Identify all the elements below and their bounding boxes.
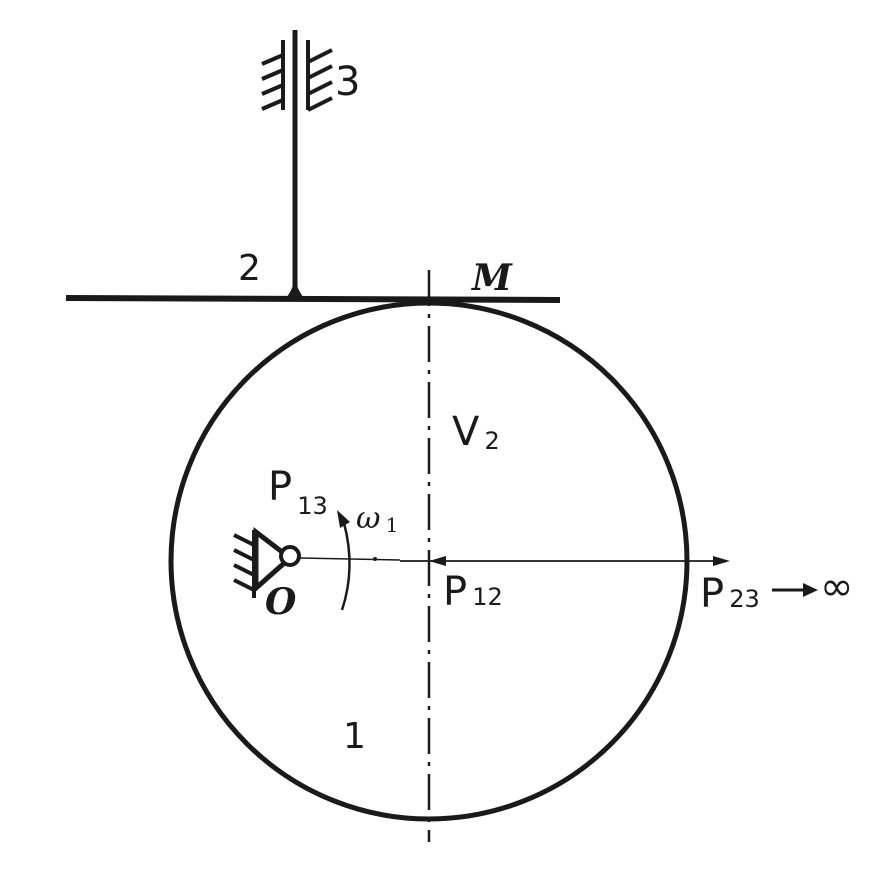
label-omega-1: ω 1 [356, 501, 398, 537]
p12-sub: 12 [472, 583, 503, 611]
p12-main: P [443, 569, 467, 615]
dot-near-p12 [373, 557, 377, 561]
label-p12: P 12 [443, 569, 503, 615]
label-link-1: 1 [343, 716, 366, 757]
p13-sub: 13 [297, 492, 328, 520]
p13-main: P [268, 464, 292, 510]
pivot-hatching [233, 530, 256, 598]
label-p23: P 23 [700, 571, 760, 617]
pivot-pin [279, 545, 301, 567]
arrowhead-right [713, 556, 730, 566]
velocity-main: V [452, 409, 480, 455]
omega-arc-arrowhead [337, 510, 350, 528]
arrowhead-left [429, 556, 446, 566]
label-link-2: 2 [238, 248, 261, 289]
stem-joint-fillet [286, 276, 304, 298]
p23-sub: 23 [729, 585, 760, 613]
flat-follower-face [65, 295, 561, 303]
label-pivot-o: O [265, 581, 297, 623]
label-link-3: 3 [335, 59, 360, 105]
omega-arc [340, 522, 351, 611]
guide-hatching-left [261, 40, 285, 111]
velocity-sub: 2 [484, 427, 499, 455]
guide-hatching-right [306, 40, 333, 112]
omega-main: ω [356, 501, 380, 536]
label-point-m: M [470, 257, 513, 299]
label-p13: P 13 [268, 464, 328, 520]
infinity-arrowhead [803, 583, 818, 597]
pivot-triangle [253, 526, 294, 594]
label-velocity-v2: V 2 [452, 409, 500, 455]
label-infinity: ∞ [820, 564, 853, 610]
omega-sub: 1 [386, 513, 399, 537]
p23-main: P [700, 571, 724, 617]
